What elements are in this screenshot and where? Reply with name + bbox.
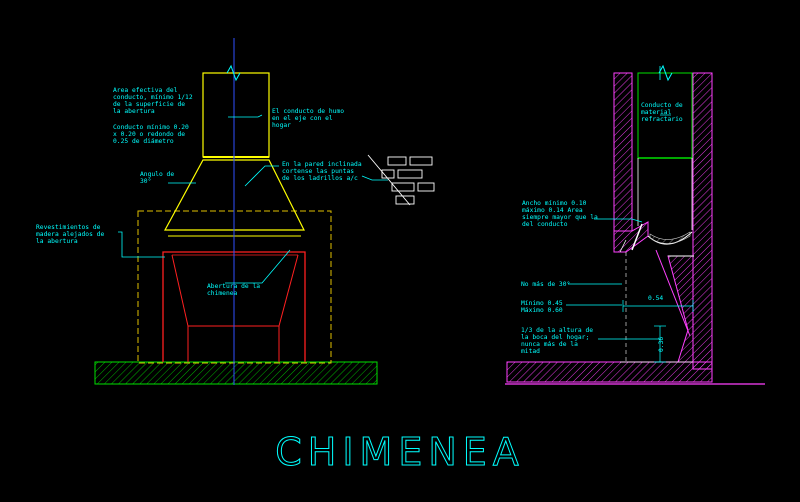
note-minmax-2: Máximo 0.60 bbox=[521, 306, 563, 314]
svg-text:Area efectiva del conduc: Area efectiva del conducto, mínimo 1/12 … bbox=[113, 87, 196, 115]
svg-text:Ancho mínimo 0.10 máximo: Ancho mínimo 0.10 máximo 0.14 Area siemp… bbox=[522, 199, 602, 228]
note-duct-2: x 0.20 o redondo de bbox=[113, 131, 185, 138]
note-flue-3: hogar bbox=[272, 122, 291, 129]
note-flue-1: El conducto de humo bbox=[272, 108, 344, 115]
svg-text:Angulo de 30°: Angulo de 30° bbox=[140, 171, 178, 185]
note-duct-3: 0.25 de diámetro bbox=[113, 137, 174, 145]
note-area-1: Area efectiva del bbox=[113, 87, 178, 94]
back-wall bbox=[692, 72, 713, 370]
hearth-base bbox=[94, 361, 378, 385]
dim-height: 0.36 bbox=[658, 337, 665, 352]
brick-detail bbox=[367, 154, 435, 206]
svg-text:Mínimo 0.45 Máximo 0.60: Mínimo 0.45 Máximo 0.60 bbox=[521, 299, 567, 314]
note-wall-2: cortense las puntas bbox=[282, 168, 354, 175]
note-wall-1: En la pared inclinada bbox=[282, 161, 362, 168]
svg-text:El conducto de humo en e: El conducto de humo en el eje con el hog… bbox=[272, 108, 348, 129]
note-minmax-1: Mínimo 0.45 bbox=[521, 299, 563, 307]
note-flue-2: en el eje con el bbox=[272, 115, 333, 122]
note-duct-1: Conducto mínimo 0.20 bbox=[113, 123, 189, 131]
firebox-inner bbox=[171, 254, 189, 362]
svg-text:Conducto de material: Conducto de material refractario bbox=[641, 102, 687, 123]
svg-text:1/3 de la altura de la b: 1/3 de la altura de la boca del hogar; n… bbox=[521, 327, 597, 355]
hearth-slab bbox=[506, 361, 713, 383]
note-third-2: la boca del hogar; bbox=[521, 334, 589, 341]
smoke-hood bbox=[163, 159, 305, 231]
note-cladding-3: la abertura bbox=[36, 238, 78, 245]
note-cladding-1: Revestimientos de bbox=[36, 224, 101, 231]
note-opening-1: Abertura de la bbox=[207, 283, 260, 290]
note-opening-2: chimenea bbox=[207, 290, 238, 297]
damper bbox=[631, 223, 643, 251]
note-angle-2: 30° bbox=[140, 177, 151, 185]
svg-text:Abertura de la chimenea: Abertura de la chimenea bbox=[207, 283, 264, 297]
section-view: 0.54 0.36 Conducto de material refractar… bbox=[505, 64, 765, 385]
note-throat-2: máximo 0.14 Area bbox=[522, 206, 583, 214]
front-view: Area efectiva del conducto, mínimo 1/12 … bbox=[36, 38, 435, 385]
front-wall bbox=[613, 72, 633, 232]
note-area-4: la abertura bbox=[113, 108, 155, 115]
note-cladding-2: madera alejados de bbox=[36, 231, 104, 238]
note-throat-4: del conducto bbox=[522, 221, 568, 228]
svg-text:Conducto mínimo 0.20 x 0: Conducto mínimo 0.20 x 0.20 o redondo de… bbox=[113, 123, 193, 145]
note-area-2: conducto, mínimo 1/12 bbox=[113, 93, 193, 101]
note-slope: No más de 30° bbox=[521, 280, 570, 288]
note-refractory-1: Conducto de bbox=[641, 102, 683, 109]
svg-text:Revestimientos de madera: Revestimientos de madera alejados de la … bbox=[36, 224, 108, 245]
note-third-1: 1/3 de la altura de bbox=[521, 327, 593, 334]
note-wall-3: de los ladrillos a/c bbox=[282, 175, 358, 182]
note-third-3: nunca más de la bbox=[521, 340, 578, 348]
note-throat-3: siempre mayor que la bbox=[522, 214, 598, 221]
note-refractory-3: refractario bbox=[641, 116, 683, 123]
note-third-4: mitad bbox=[521, 348, 540, 355]
note-refractory-2: material bbox=[641, 109, 672, 116]
drawing-title: CHIMENEA bbox=[275, 430, 525, 474]
note-angle-1: Angulo de bbox=[140, 171, 174, 178]
note-area-3: de la superficie de bbox=[113, 101, 185, 108]
svg-text:En la pared inclinada co: En la pared inclinada cortense las punta… bbox=[282, 161, 365, 182]
sloped-back bbox=[667, 255, 694, 363]
dim-depth: 0.54 bbox=[648, 295, 663, 302]
flue-duct bbox=[202, 72, 270, 158]
note-throat-1: Ancho mínimo 0.10 bbox=[522, 199, 587, 207]
